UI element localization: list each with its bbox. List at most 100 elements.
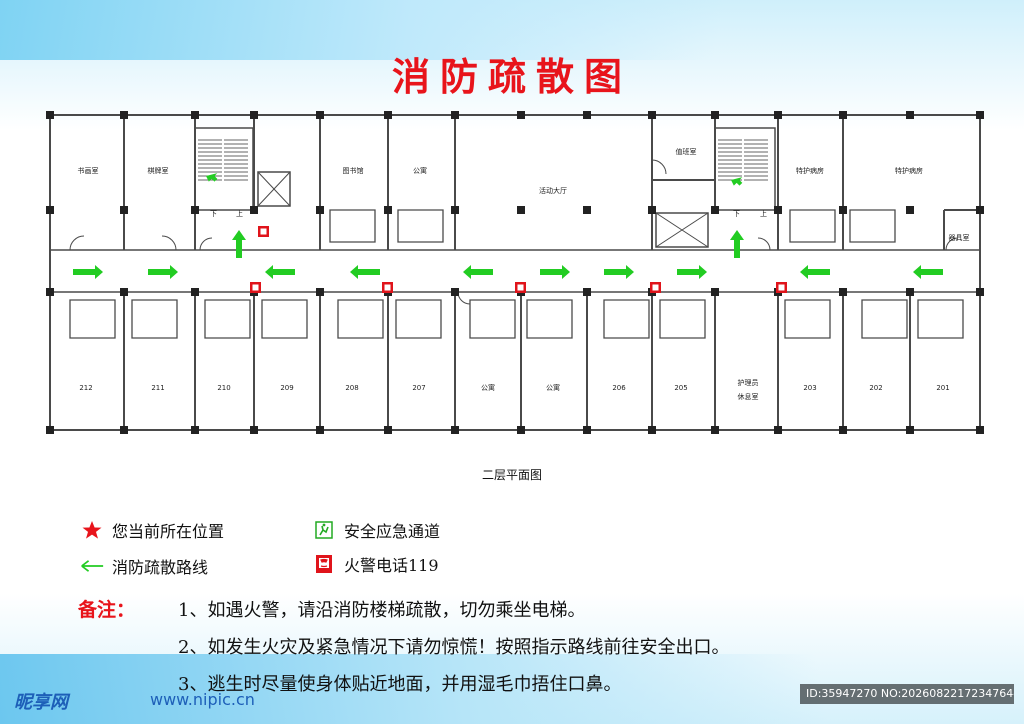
column [451, 206, 459, 214]
evacuation-arrow-left [913, 265, 943, 279]
remark-item-2: 2、如发生火灾及紧急情况下请勿惊慌！按照指示路线前往安全出口。 [178, 637, 730, 658]
room-label: 书画室 [78, 166, 99, 175]
column [120, 206, 128, 214]
green-arrow-left-icon [80, 556, 104, 576]
fire-hydrant-icon [384, 284, 391, 291]
column [711, 426, 719, 434]
column [906, 111, 914, 119]
room-label: 211 [151, 384, 164, 392]
evacuation-arrow-left [265, 265, 295, 279]
column [451, 111, 459, 119]
column [839, 426, 847, 434]
column [711, 206, 719, 214]
column [648, 111, 656, 119]
column [46, 288, 54, 296]
column [517, 111, 525, 119]
room-label: 208 [345, 384, 358, 392]
stair-exit-arrow [232, 230, 246, 258]
column [648, 206, 656, 214]
stair-direction-arrow [206, 173, 218, 182]
column [583, 288, 591, 296]
column [583, 111, 591, 119]
stair-down-label-left: 下 [210, 210, 217, 218]
legend-fire-phone: 火警电话119 [312, 552, 439, 576]
evacuation-arrow-right [540, 265, 570, 279]
page-title: 消防疏散图 [391, 55, 632, 99]
evacuation-arrow-left [350, 265, 380, 279]
fire-phone-icon [312, 554, 336, 574]
column [711, 288, 719, 296]
remark-item-3: 3、逃生时尽量使身体贴近地面，并用湿毛巾捂住口鼻。 [178, 674, 622, 695]
column [906, 426, 914, 434]
column [46, 426, 54, 434]
room-label: 特护病房 [796, 166, 824, 175]
room-label: 器具室 [949, 233, 970, 242]
fire-hydrant-icon [260, 228, 267, 235]
room-label: 活动大厅 [539, 186, 567, 195]
column [648, 426, 656, 434]
column [384, 111, 392, 119]
background-wave-top [0, 0, 1024, 60]
column [191, 288, 199, 296]
emergency-exit-icon [312, 520, 336, 540]
stair-up-label-left: 上 [236, 209, 243, 218]
stair-up-label-right: 上 [760, 209, 767, 218]
column [583, 207, 590, 214]
column [316, 111, 324, 119]
room-label: 212 [79, 384, 92, 392]
fire-hydrant-icon [778, 284, 785, 291]
floor-plan-walls [49, 114, 981, 431]
red-star-icon [80, 520, 104, 540]
evacuation-arrow-right [604, 265, 634, 279]
evacuation-arrow-right [677, 265, 707, 279]
rooms-top-row: 书画室棋牌室图书馆公寓活动大厅特护病房特护病房值班室器具室 [78, 147, 970, 242]
room-label: 护理员 [738, 378, 759, 387]
column [839, 206, 847, 214]
legend-current-position: 您当前所在位置 [80, 518, 224, 542]
column [976, 426, 984, 434]
evacuation-arrow-right [148, 265, 178, 279]
room-label: 棋牌室 [148, 166, 169, 175]
room-label: 207 [412, 384, 425, 392]
room-label: 205 [674, 384, 687, 392]
column [384, 206, 392, 214]
room-label: 209 [280, 384, 293, 392]
fire-hydrant-icon [252, 284, 259, 291]
room-label: 公寓 [413, 166, 427, 175]
column [120, 426, 128, 434]
column [774, 206, 782, 214]
room-label: 图书馆 [343, 166, 364, 175]
room-label: 公寓 [546, 383, 560, 392]
image-id-bar: ID:35947270 NO:20260822172347644103 [800, 684, 1014, 704]
room-sub-label: 休息室 [738, 392, 759, 401]
column [451, 426, 459, 434]
room-label: 210 [217, 384, 230, 392]
fire-hydrant-icon [652, 284, 659, 291]
column [316, 426, 324, 434]
column [711, 111, 719, 119]
column [839, 288, 847, 296]
legend-evacuation-route: 消防疏散路线 [80, 554, 208, 578]
column [774, 426, 782, 434]
stair-down-label-right: 下 [733, 210, 740, 218]
column [583, 426, 591, 434]
room-label: 206 [612, 384, 626, 392]
column [191, 111, 199, 119]
room-label: 值班室 [676, 147, 697, 156]
watermark-url: www.nipic.cn [150, 690, 255, 709]
room-label: 203 [803, 384, 816, 392]
column [46, 111, 54, 119]
room-label: 202 [869, 384, 882, 392]
evacuation-arrow-left [800, 265, 830, 279]
column [191, 206, 199, 214]
floor-caption: 二层平面图 [481, 468, 542, 482]
column [774, 111, 782, 119]
remark-item-1: 1、如遇火警，请沿消防楼梯疏散，切勿乘坐电梯。 [178, 600, 586, 621]
column [839, 111, 847, 119]
column [451, 288, 459, 296]
column [906, 288, 914, 296]
fire-hydrants [250, 226, 787, 293]
evacuation-arrows [73, 265, 943, 279]
